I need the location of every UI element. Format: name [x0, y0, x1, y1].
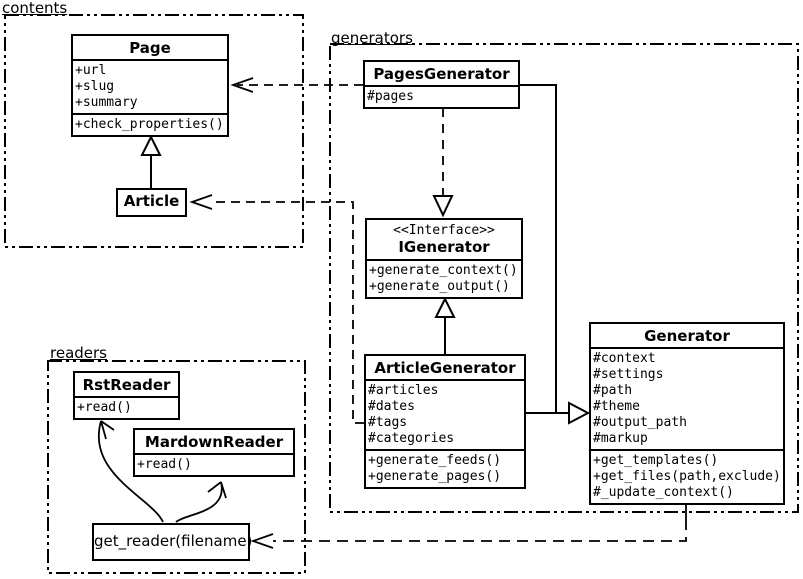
- class-pagesgenerator-attributes: #pages: [365, 85, 518, 107]
- class-igenerator-methods: +generate_context() +generate_output(): [367, 259, 521, 297]
- attribute: +url: [75, 63, 107, 78]
- node-get-reader: get_reader(filename): [92, 523, 253, 561]
- method: +generate_context(): [369, 263, 518, 278]
- class-generator: Generator #context #settings #path #them…: [589, 322, 785, 505]
- method: +get_files(path,exclude): [593, 469, 781, 484]
- attribute: #path: [593, 383, 633, 398]
- method: +generate_pages(): [368, 469, 502, 484]
- method: +generate_output(): [369, 279, 510, 294]
- class-mardownreader-name: MardownReader: [144, 433, 284, 451]
- class-rstreader: RstReader +read(): [73, 371, 180, 420]
- generalization-article-to-page: [140, 134, 162, 188]
- method: +read(): [137, 457, 192, 472]
- class-pagesgenerator-name: PagesGenerator: [373, 65, 510, 83]
- attribute: #theme: [593, 399, 640, 414]
- attribute: #categories: [368, 431, 455, 446]
- class-igenerator-name: IGenerator: [398, 238, 490, 256]
- class-articlegenerator-name: ArticleGenerator: [374, 359, 516, 377]
- class-mardownreader-methods: +read(): [135, 453, 293, 475]
- class-page-name: Page: [129, 39, 171, 57]
- class-generator-methods: +get_templates() +get_files(path,exclude…: [591, 449, 783, 503]
- package-border-generators: [329, 43, 799, 513]
- method: +read(): [77, 400, 132, 415]
- package-border-contents: [4, 14, 304, 248]
- dependency-articlegenerator-to-article: [189, 194, 364, 424]
- package-label-readers: readers: [50, 344, 107, 362]
- attribute: +slug: [75, 79, 115, 94]
- package-label-generators: generators: [331, 29, 413, 47]
- node-get-reader-label: get_reader(filename): [94, 532, 253, 550]
- method: #_update_context(): [593, 485, 734, 500]
- attribute: #output_path: [593, 415, 687, 430]
- dependency-pagesgenerator-to-page: [230, 77, 363, 93]
- generalization-articlegenerator-to-igenerator: [434, 296, 456, 354]
- class-igenerator: <<Interface>> IGenerator +generate_conte…: [365, 218, 523, 299]
- package-label-contents: contents: [2, 0, 68, 17]
- generalization-generators-to-generator: [520, 84, 591, 425]
- class-article: Article: [116, 188, 187, 217]
- package-border-readers: [47, 360, 306, 574]
- attribute: #context: [593, 351, 656, 366]
- class-articlegenerator-attributes: #articles #dates #tags #categories: [366, 379, 524, 449]
- class-page: Page +url +slug +summary +check_properti…: [71, 34, 229, 137]
- attribute: #settings: [593, 367, 664, 382]
- class-igenerator-stereotype: <<Interface>>: [393, 223, 495, 238]
- arrow-getreader-to-mardownreader: [175, 481, 227, 523]
- method: +get_templates(): [593, 453, 719, 468]
- attribute: #tags: [368, 415, 408, 430]
- attribute: +summary: [75, 95, 138, 110]
- attribute: #pages: [367, 89, 414, 104]
- class-article-name: Article: [123, 192, 180, 210]
- method: +generate_feeds(): [368, 453, 502, 468]
- attribute: #dates: [368, 399, 415, 414]
- class-generator-attributes: #context #settings #path #theme #output_…: [591, 347, 783, 449]
- class-articlegenerator-methods: +generate_feeds() +generate_pages(): [366, 449, 524, 487]
- class-pagesgenerator: PagesGenerator #pages: [363, 60, 520, 109]
- class-page-attributes: +url +slug +summary: [73, 59, 227, 113]
- dependency-generator-to-getreader: [250, 502, 687, 549]
- attribute: #articles: [368, 383, 439, 398]
- class-generator-name: Generator: [644, 327, 730, 345]
- class-rstreader-name: RstReader: [82, 376, 171, 394]
- arrow-getreader-to-rstreader: [98, 420, 164, 523]
- class-rstreader-methods: +read(): [75, 396, 178, 418]
- class-articlegenerator: ArticleGenerator #articles #dates #tags …: [364, 354, 526, 489]
- class-mardownreader: MardownReader +read(): [133, 428, 295, 477]
- attribute: #markup: [593, 431, 648, 446]
- class-page-methods: +check_properties(): [73, 113, 227, 135]
- realization-pagesgenerator-to-igenerator: [432, 108, 454, 218]
- method: +check_properties(): [75, 117, 224, 132]
